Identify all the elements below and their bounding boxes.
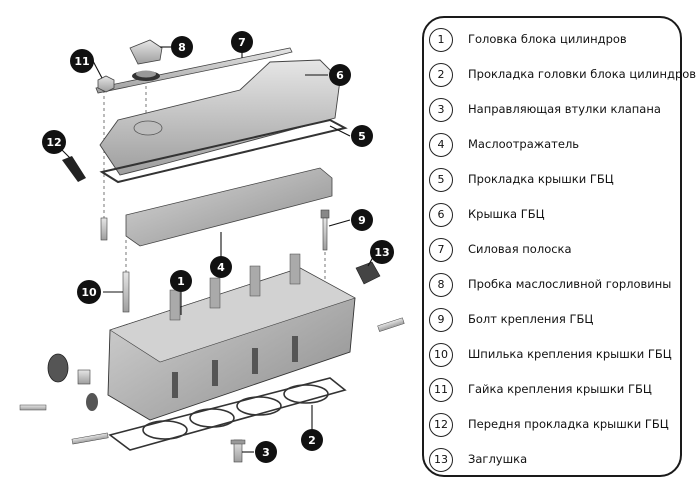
legend-item: 8 Пробка маслосливной горловины bbox=[424, 271, 680, 301]
force-strip-part bbox=[95, 47, 293, 94]
callout-8-number: 8 bbox=[178, 41, 186, 54]
callout-2-number: 2 bbox=[308, 434, 316, 447]
callout-5: 5 bbox=[351, 125, 373, 147]
legend-item: 12 Передня прокладка крышки ГБЦ bbox=[424, 411, 680, 441]
callout-7: 7 bbox=[231, 31, 253, 53]
legend-number: 3 bbox=[429, 98, 453, 122]
legend-number: 7 bbox=[429, 238, 453, 262]
legend-label: Передня прокладка крышки ГБЦ bbox=[468, 417, 669, 431]
callout-10: 10 bbox=[77, 280, 101, 304]
callout-6: 6 bbox=[329, 64, 351, 86]
legend-label: Болт крепления ГБЦ bbox=[468, 312, 594, 326]
legend-item: 6 Крышка ГБЦ bbox=[424, 201, 680, 231]
legend-item: 4 Маслоотражатель bbox=[424, 131, 680, 161]
legend-item: 7 Силовая полоска bbox=[424, 236, 680, 266]
callout-9-number: 9 bbox=[358, 214, 366, 227]
legend-label: Пробка маслосливной горловины bbox=[468, 277, 672, 291]
oil-deflector-part bbox=[125, 167, 333, 247]
callout-4-number: 4 bbox=[217, 261, 225, 274]
legend-label: Прокладка крышки ГБЦ bbox=[468, 172, 614, 186]
legend-number: 9 bbox=[429, 308, 453, 332]
callout-10-number: 10 bbox=[81, 286, 97, 299]
legend-label: Крышка ГБЦ bbox=[468, 207, 545, 221]
legend-number: 5 bbox=[429, 168, 453, 192]
callout-4: 4 bbox=[210, 256, 232, 278]
legend-item: 1 Головка блока цилиндров bbox=[424, 26, 680, 56]
callout-1: 1 bbox=[170, 270, 192, 292]
callout-11-number: 11 bbox=[74, 55, 89, 68]
legend-label: Заглушка bbox=[468, 452, 528, 466]
legend-number: 11 bbox=[429, 378, 453, 402]
engine-head-exploded-diagram: 1 2 3 4 5 6 7 8 9 10 11 12 13 bbox=[19, 31, 405, 463]
callout-9: 9 bbox=[351, 209, 373, 231]
callout-11: 11 bbox=[70, 49, 94, 73]
legend-number: 12 bbox=[429, 413, 453, 437]
legend-label: Силовая полоска bbox=[468, 242, 572, 256]
legend-number: 1 bbox=[429, 28, 453, 52]
plug-part bbox=[355, 261, 381, 285]
cover-nut-part bbox=[97, 75, 115, 93]
legend-number: 8 bbox=[429, 273, 453, 297]
legend-item: 13 Заглушка bbox=[424, 446, 680, 476]
legend-number: 4 bbox=[429, 133, 453, 157]
legend-number: 10 bbox=[429, 343, 453, 367]
callout-3: 3 bbox=[255, 441, 277, 463]
oil-filler-cap-part bbox=[129, 39, 163, 81]
callout-12: 12 bbox=[42, 130, 66, 154]
legend-number: 13 bbox=[429, 448, 453, 472]
legend-label: Прокладка головки блока цилиндров bbox=[468, 67, 697, 81]
front-gasket-part bbox=[62, 156, 86, 182]
valve-guide-part bbox=[230, 439, 246, 463]
legend-item: 10 Шпилька крепления крышки ГБЦ bbox=[424, 341, 680, 371]
cover-stud-part bbox=[100, 217, 130, 313]
legend-label: Маслоотражатель bbox=[468, 137, 580, 151]
legend-item: 3 Направляющая втулки клапана bbox=[424, 96, 680, 126]
callout-6-number: 6 bbox=[336, 69, 344, 82]
valve-cover-part bbox=[99, 59, 341, 176]
callout-3-number: 3 bbox=[262, 446, 270, 459]
legend-label: Направляющая втулки клапана bbox=[468, 102, 661, 116]
cover-gasket-part bbox=[99, 118, 348, 184]
callout-13-number: 13 bbox=[374, 246, 389, 259]
callout-5-number: 5 bbox=[358, 130, 366, 143]
callout-13: 13 bbox=[370, 240, 394, 264]
callout-2: 2 bbox=[301, 429, 323, 451]
parts-legend: 1 Головка блока цилиндров 2 Прокладка голо… bbox=[422, 16, 696, 477]
legend-item: 2 Прокладка головки блока цилиндров bbox=[424, 61, 696, 91]
callout-1-number: 1 bbox=[177, 275, 185, 288]
legend-item: 9 Болт крепления ГБЦ bbox=[424, 306, 680, 336]
legend-label: Головка блока цилиндров bbox=[468, 32, 627, 46]
head-bolt-part bbox=[320, 209, 330, 251]
callout-8: 8 bbox=[171, 36, 193, 58]
legend-label: Шпилька крепления крышки ГБЦ bbox=[468, 347, 672, 361]
legend-label: Гайка крепления крышки ГБЦ bbox=[468, 382, 652, 396]
callout-7-number: 7 bbox=[238, 36, 246, 49]
legend-item: 11 Гайка крепления крышки ГБЦ bbox=[424, 376, 680, 406]
cylinder-head-part bbox=[107, 253, 356, 421]
legend-item: 5 Прокладка крышки ГБЦ bbox=[424, 166, 680, 196]
legend-number: 6 bbox=[429, 203, 453, 227]
misc-small-parts bbox=[19, 317, 405, 445]
head-gasket-part bbox=[108, 377, 347, 451]
callout-12-number: 12 bbox=[46, 136, 61, 149]
legend-number: 2 bbox=[429, 63, 453, 87]
